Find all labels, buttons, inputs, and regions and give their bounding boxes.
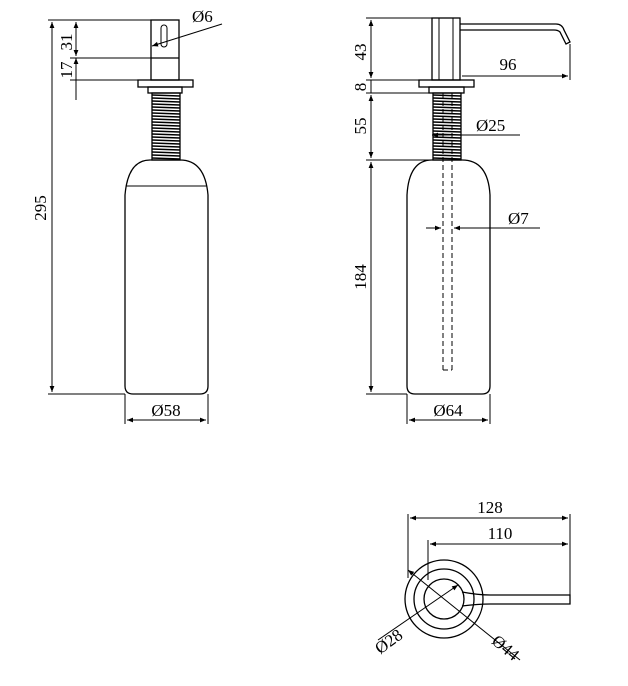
flange-neck <box>428 86 465 94</box>
thread-ridge <box>151 130 181 133</box>
flange-neck <box>147 86 183 94</box>
thread-ridge <box>151 112 181 115</box>
thread-ridge <box>432 139 462 142</box>
dim-8-label: 8 <box>351 83 370 92</box>
thread-ridge <box>432 115 462 118</box>
thread-ridge <box>432 142 462 145</box>
dim-96-label: 96 <box>500 55 517 74</box>
inner-circle <box>423 578 465 620</box>
right-dimensions: 43 8 55 184 96 Ø25 Ø7 Ø64 <box>351 17 571 424</box>
bottle <box>124 159 209 395</box>
dim-d44-label: Ø44 <box>488 631 523 665</box>
thread-ridge <box>432 124 462 127</box>
thread-ridge <box>151 124 181 127</box>
thread-ridge <box>151 115 181 118</box>
thread-ridge <box>151 151 181 154</box>
thread-ridge <box>151 106 181 109</box>
head-slot <box>160 24 168 48</box>
thread-ridge <box>432 127 462 130</box>
dim-128-label: 128 <box>477 498 503 517</box>
dim-43-label: 43 <box>351 44 370 61</box>
thread-ridge <box>432 154 462 157</box>
dim-31-label: 31 <box>57 34 76 51</box>
thread-ridge <box>432 130 462 133</box>
thread-ridge <box>151 142 181 145</box>
dim-d64-label: Ø64 <box>433 401 463 420</box>
dim-d6-line <box>151 23 223 47</box>
dim-184-label: 184 <box>351 264 370 290</box>
thread-ridge <box>151 103 181 106</box>
dim-17-label: 17 <box>57 61 76 79</box>
thread-ridge <box>151 121 181 124</box>
spout-arm <box>461 591 571 607</box>
thread-ridge <box>432 109 462 112</box>
thread-ridge <box>151 100 181 103</box>
dim-d7-label: Ø7 <box>508 209 529 228</box>
thread-shank <box>432 92 462 161</box>
dim-d6-label: Ø6 <box>192 7 213 26</box>
thread-ridge <box>432 97 462 100</box>
spout <box>460 23 571 45</box>
thread-ridge <box>151 109 181 112</box>
thread-ridge <box>432 94 462 97</box>
left-view <box>124 19 209 395</box>
flange-circle <box>404 559 484 639</box>
thread-ridge <box>432 118 462 121</box>
dim-d58-label: Ø58 <box>151 401 180 420</box>
top-view <box>404 559 571 639</box>
outer-ring <box>413 568 475 630</box>
thread-ridge <box>151 136 181 139</box>
thread-ridge <box>151 157 181 160</box>
thread-ridge <box>432 148 462 151</box>
thread-ridge <box>151 127 181 130</box>
thread-ridge <box>151 133 181 136</box>
pump-head <box>150 19 180 81</box>
left-dimensions: 295 31 17 Ø6 Ø58 <box>31 7 223 424</box>
thread-ridge <box>432 145 462 148</box>
thread-ridge <box>432 100 462 103</box>
pump-head <box>431 17 461 81</box>
thread-ridge <box>151 139 181 142</box>
thread-ridge <box>151 154 181 157</box>
dim-55-label: 55 <box>351 118 370 135</box>
bottle <box>406 159 491 395</box>
thread-ridge <box>432 103 462 106</box>
dim-295-label: 295 <box>31 195 50 221</box>
thread-ridge <box>432 112 462 115</box>
thread-ridge <box>151 148 181 151</box>
thread-ridge <box>432 151 462 154</box>
thread-ridge <box>432 157 462 160</box>
dim-d44-line <box>407 569 521 661</box>
thread-ridge <box>432 136 462 139</box>
right-view <box>406 17 571 395</box>
dim-d28-label: Ø28 <box>371 625 406 658</box>
thread-shank <box>151 92 181 161</box>
dim-d25-label: Ø25 <box>476 116 505 135</box>
flange <box>418 79 475 88</box>
top-dimensions: 128 110 Ø28 Ø44 <box>371 498 571 665</box>
thread-ridge <box>432 106 462 109</box>
dim-d28-line <box>377 584 459 641</box>
thread-ridge <box>151 145 181 148</box>
thread-ridge <box>151 118 181 121</box>
dim-110-label: 110 <box>488 524 513 543</box>
thread-ridge <box>151 94 181 97</box>
thread-ridge <box>432 121 462 124</box>
thread-ridge <box>151 97 181 100</box>
flange <box>137 79 194 88</box>
